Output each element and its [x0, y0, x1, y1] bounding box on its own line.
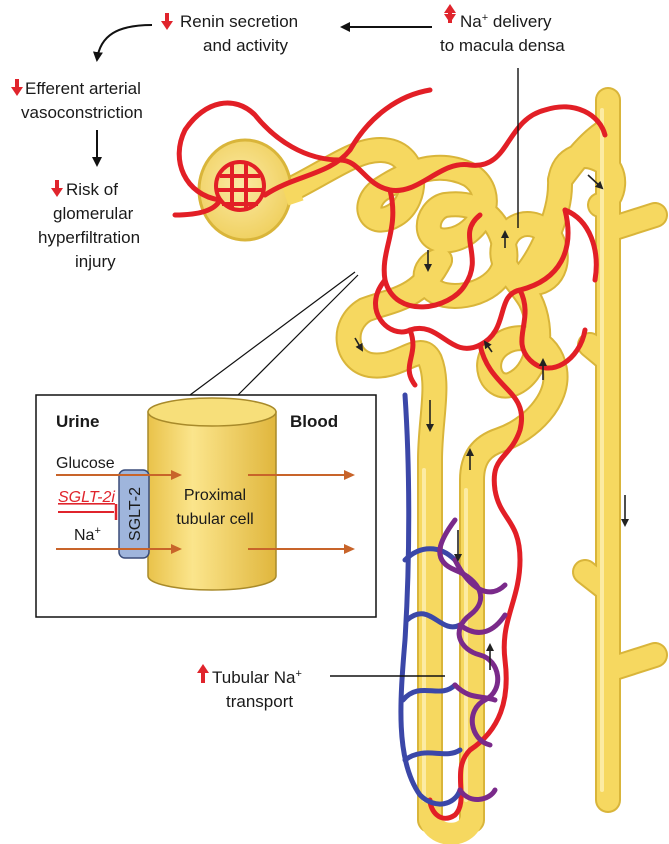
na-delivery-label-line2: to macula densa — [440, 36, 565, 55]
risk-label-line2: glomerular — [53, 204, 134, 223]
cell-label-line2: tubular cell — [176, 511, 253, 528]
na-delivery-label-line1: Na+ delivery — [460, 12, 552, 31]
proximal-tubular-cell: Proximal tubular cell — [148, 398, 276, 590]
glomerulus — [199, 140, 300, 240]
efferent-label-line1: Efferent arterial — [25, 79, 141, 98]
decrease-indicator-risk — [51, 180, 63, 197]
tubular-label-line2: transport — [226, 692, 293, 711]
sglt2-inhibitor-label: SGLT-2i — [58, 489, 115, 506]
decrease-indicator-efferent — [11, 79, 23, 96]
inset-panel: Urine Blood Proximal tubular cell SGLT-2… — [36, 395, 376, 617]
arrow-renin-to-efferent — [97, 25, 152, 60]
glucose-label: Glucose — [56, 455, 115, 472]
increase-indicator-tubular — [197, 664, 209, 683]
efferent-label-line2: vasoconstriction — [21, 103, 143, 122]
risk-label-line3: hyperfiltration — [38, 228, 140, 247]
inset-zoom-line-left — [190, 272, 355, 395]
renin-label-line2: and activity — [203, 36, 289, 55]
cell-label-line1: Proximal — [184, 487, 246, 504]
tubular-label-line1: Tubular Na+ — [212, 668, 302, 687]
decrease-indicator-renin — [161, 13, 173, 30]
up-arrow-icon — [444, 4, 456, 23]
risk-label-line1: Risk of — [66, 180, 118, 199]
renin-label-line1: Renin secretion — [180, 12, 298, 31]
urine-label: Urine — [56, 412, 99, 431]
blood-label: Blood — [290, 412, 338, 431]
sglt2-transporter: SGLT-2 — [119, 470, 149, 558]
risk-label-line4: injury — [75, 252, 116, 271]
sglt2-label: SGLT-2 — [127, 487, 144, 541]
